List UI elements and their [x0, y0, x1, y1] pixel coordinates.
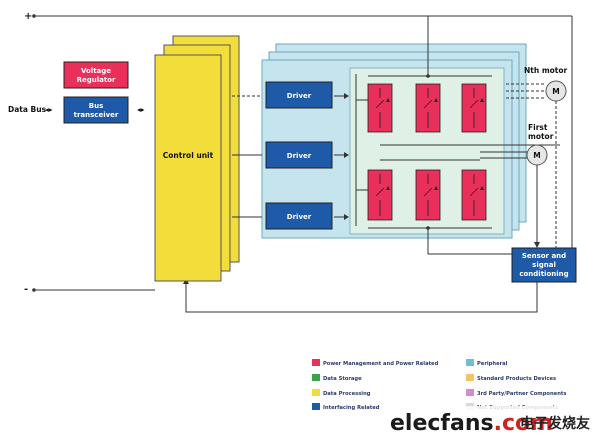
positive-rail-label: + — [24, 11, 32, 22]
bus-transceiver-block — [63, 96, 129, 124]
data-bus-arrow-left: ◂▸ — [45, 105, 53, 114]
legend-label-3: Data Storage — [323, 376, 362, 382]
control-unit-block — [154, 54, 222, 282]
legend-label-6: 3rd Party/Partner Components — [477, 391, 566, 397]
bus-transceiver-line2: transceiver — [74, 111, 119, 119]
control-unit-label: Control unit — [163, 151, 214, 160]
data-bus-label: Data Bus — [8, 105, 47, 114]
watermark-backdrop — [386, 406, 593, 439]
bridge-ground-junction — [426, 226, 430, 230]
bridge-switch-top-1 — [367, 83, 393, 133]
legend-label-5: Data Processing — [323, 391, 371, 397]
legend-swatch-4 — [466, 374, 474, 381]
driver-label-3: Driver — [287, 213, 312, 221]
nth-motor-symbol: M — [552, 87, 559, 96]
legend-swatch-3 — [312, 374, 320, 381]
voltage-regulator-line1: Voltage — [81, 67, 111, 75]
driver-block-1 — [265, 81, 333, 109]
legend-label-4: Standard Products Devices — [477, 376, 556, 382]
legend-label-7: Interfacing Related — [323, 405, 380, 411]
legend-label-2: Peripheral — [477, 361, 508, 367]
negative-rail-label: - — [24, 284, 28, 295]
negative-rail-terminal — [32, 288, 36, 292]
watermark-domain: .com — [494, 411, 553, 436]
legend-swatch-6 — [466, 389, 474, 396]
bus-transceiver-line1: Bus — [89, 102, 104, 110]
driver-arrowhead-1 — [344, 93, 349, 99]
legend-swatch-5 — [312, 389, 320, 396]
bus-arrow-right: ◂▸ — [137, 105, 145, 114]
sensor-block — [511, 247, 577, 283]
driver-block-2 — [265, 141, 333, 169]
driver-label-2: Driver — [287, 152, 312, 160]
driver-arrowhead-2 — [344, 152, 349, 158]
bridge-switch-bottom-2 — [415, 169, 441, 221]
bridge-switch-bottom-1 — [367, 169, 393, 221]
bridge-switch-top-3 — [461, 83, 487, 133]
first-motor-sense-arrowhead — [534, 242, 540, 248]
first-motor-symbol: M — [533, 151, 540, 160]
bridge-switch-top-2 — [415, 83, 441, 133]
nth-motor-label: Nth motor — [524, 66, 568, 75]
first-motor-label-line1: First — [528, 123, 548, 132]
sensor-line1: Sensor and — [522, 252, 566, 260]
first-motor-label-line2: motor — [528, 132, 554, 141]
watermark-brand: elecfans — [390, 411, 494, 436]
watermark-chinese: 电子发烧友 — [520, 415, 590, 432]
sensor-line3: conditioning — [519, 270, 568, 278]
feedback-line — [185, 281, 538, 313]
bridge-supply-junction — [426, 74, 430, 78]
driver-label-1: Driver — [287, 92, 312, 100]
legend: Power Management and Power Related Perip… — [312, 359, 566, 411]
positive-rail-terminal — [32, 14, 36, 18]
legend-label-1: Power Management and Power Related — [323, 361, 439, 367]
legend-swatch-7 — [312, 403, 320, 410]
driver-arrowhead-3 — [344, 214, 349, 220]
legend-swatch-2 — [466, 359, 474, 366]
sensor-line2: signal — [532, 261, 556, 269]
voltage-regulator-block — [63, 61, 129, 89]
bridge-switch-bottom-3 — [461, 169, 487, 221]
watermark: elecfans.com — [390, 411, 553, 436]
voltage-regulator-line2: Regulator — [77, 76, 116, 84]
driver-block-3 — [265, 202, 333, 230]
legend-swatch-1 — [312, 359, 320, 366]
